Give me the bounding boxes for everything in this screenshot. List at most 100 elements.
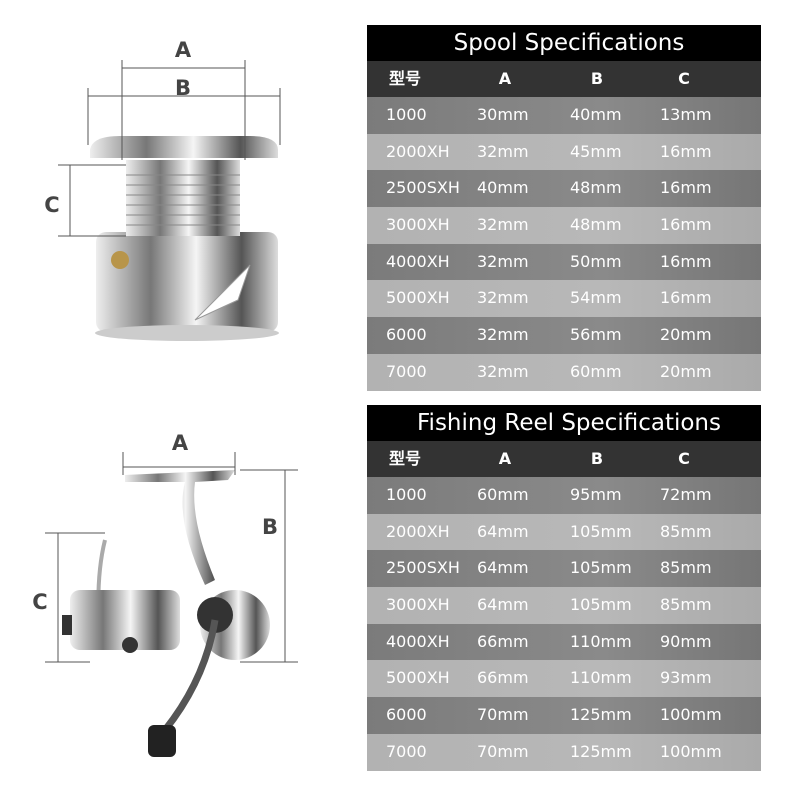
reel-dimension-b-label: B bbox=[261, 515, 279, 539]
table-cell: 2000XH bbox=[386, 141, 450, 161]
table-row: 4000XH 66mm 110mm 90mm bbox=[367, 623, 761, 661]
table-row: 2500SXH 64mm 105mm 85mm bbox=[367, 550, 761, 588]
table-cell: 64mm bbox=[477, 558, 529, 578]
column-header: C bbox=[678, 449, 690, 468]
column-header: A bbox=[498, 449, 512, 468]
table-cell: 5000XH bbox=[386, 288, 450, 308]
table-cell: 48mm bbox=[570, 215, 622, 235]
table-cell: 16mm bbox=[660, 251, 712, 271]
table-cell: 72mm bbox=[660, 485, 712, 504]
table-row: 2000XH 64mm 105mm 85mm bbox=[367, 513, 761, 551]
table-cell: 32mm bbox=[477, 215, 529, 235]
table-cell: 30mm bbox=[477, 105, 529, 124]
table-cell: 48mm bbox=[570, 178, 622, 198]
table-cell: 3000XH bbox=[386, 215, 450, 235]
table-cell: 1000 bbox=[386, 105, 427, 124]
table-cell: 32mm bbox=[477, 288, 529, 308]
table-cell: 5000XH bbox=[386, 668, 450, 688]
table-cell: 16mm bbox=[660, 178, 712, 198]
table-cell: 85mm bbox=[660, 521, 712, 541]
table-cell: 40mm bbox=[477, 178, 529, 198]
table-cell: 93mm bbox=[660, 668, 712, 688]
table-row: 2000XH 32mm 45mm 16mm bbox=[367, 133, 761, 171]
table-cell: 70mm bbox=[477, 741, 529, 761]
column-header: B bbox=[590, 69, 604, 88]
table-row: 3000XH 64mm 105mm 85mm bbox=[367, 587, 761, 624]
table-cell: 110mm bbox=[570, 668, 632, 688]
table-cell: 64mm bbox=[477, 595, 529, 615]
table-cell: 50mm bbox=[570, 251, 622, 271]
table-cell: 105mm bbox=[570, 558, 632, 578]
table-cell: 54mm bbox=[570, 288, 622, 308]
table-cell: 2500SXH bbox=[386, 558, 460, 578]
table-cell: 90mm bbox=[660, 631, 712, 651]
table-title: Fishing Reel Specifications bbox=[367, 405, 761, 441]
table-cell: 105mm bbox=[570, 595, 632, 615]
table-cell: 45mm bbox=[570, 141, 622, 161]
table-cell: 4000XH bbox=[386, 251, 450, 271]
table-cell: 66mm bbox=[477, 631, 529, 651]
reel-image bbox=[62, 470, 270, 757]
table-cell: 16mm bbox=[660, 215, 712, 235]
table-cell: 20mm bbox=[660, 325, 712, 345]
table-cell: 2000XH bbox=[386, 521, 450, 541]
table-cell: 32mm bbox=[477, 361, 529, 381]
table-cell: 95mm bbox=[570, 485, 622, 504]
table-cell: 85mm bbox=[660, 558, 712, 578]
table-cell: 2500SXH bbox=[386, 178, 460, 198]
table-cell: 6000 bbox=[386, 325, 427, 345]
table-cell: 20mm bbox=[660, 361, 712, 381]
table-cell: 40mm bbox=[570, 105, 622, 124]
table-cell: 100mm bbox=[660, 741, 722, 761]
dimension-lines bbox=[45, 60, 298, 663]
spool-image bbox=[90, 136, 279, 341]
table-cell: 125mm bbox=[570, 741, 632, 761]
spool-dimension-c-label: C bbox=[44, 193, 60, 217]
table-cell: 16mm bbox=[660, 288, 712, 308]
column-header: B bbox=[590, 449, 604, 468]
spool-dimension-a-label: A bbox=[174, 38, 192, 62]
reel-dimension-c-label: C bbox=[32, 590, 48, 614]
table-cell: 110mm bbox=[570, 631, 632, 651]
table-row: 5000XH 66mm 110mm 93mm bbox=[367, 660, 761, 698]
spool-dimension-b-label: B bbox=[174, 76, 192, 100]
table-cell: 105mm bbox=[570, 521, 632, 541]
table-cell: 3000XH bbox=[386, 595, 450, 615]
table-cell: 100mm bbox=[660, 705, 722, 725]
table-row: 1000 30mm 40mm 13mm bbox=[367, 97, 761, 134]
table-cell: 1000 bbox=[386, 485, 427, 504]
table-cell: 16mm bbox=[660, 141, 712, 161]
table-cell: 60mm bbox=[570, 361, 622, 381]
table-row: 5000XH 32mm 54mm 16mm bbox=[367, 280, 761, 318]
table-row: 2500SXH 40mm 48mm 16mm bbox=[367, 170, 761, 208]
table-cell: 32mm bbox=[477, 251, 529, 271]
table-cell: 56mm bbox=[570, 325, 622, 345]
table-cell: 7000 bbox=[386, 741, 427, 761]
table-cell: 4000XH bbox=[386, 631, 450, 651]
reel-dimension-a-label: A bbox=[171, 431, 189, 455]
table-title: Spool Specifications bbox=[367, 25, 761, 61]
table-row: 6000 70mm 125mm 100mm bbox=[367, 697, 761, 734]
table-row: 6000 32mm 56mm 20mm bbox=[367, 317, 761, 354]
table-cell: 125mm bbox=[570, 705, 632, 725]
table-cell: 32mm bbox=[477, 325, 529, 345]
table-cell: 70mm bbox=[477, 705, 529, 725]
table-cell: 60mm bbox=[477, 485, 529, 504]
table-cell: 66mm bbox=[477, 668, 529, 688]
column-header: 型号 bbox=[388, 69, 422, 88]
table-cell: 13mm bbox=[660, 105, 712, 124]
table-cell: 6000 bbox=[386, 705, 427, 725]
table-cell: 32mm bbox=[477, 141, 529, 161]
table-row: 4000XH 32mm 50mm 16mm bbox=[367, 243, 761, 281]
table-cell: 64mm bbox=[477, 521, 529, 541]
table-row: 1000 60mm 95mm 72mm bbox=[367, 477, 761, 514]
table-cell: 85mm bbox=[660, 595, 712, 615]
table-row: 7000 70mm 125mm 100mm bbox=[367, 733, 761, 771]
column-header: C bbox=[678, 69, 690, 88]
